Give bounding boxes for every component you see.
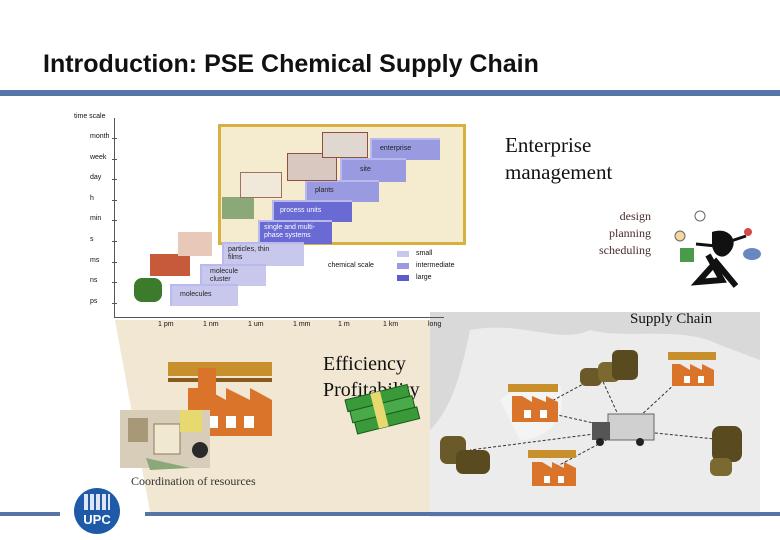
level-molecule-cluster: molecule cluster <box>200 264 266 286</box>
planning-labels: design planning scheduling <box>585 208 651 259</box>
legend-small: small <box>416 250 433 257</box>
particles-image <box>178 232 212 256</box>
title-rule <box>0 90 780 96</box>
efficiency-label: Efficiency <box>323 353 406 375</box>
x-tick-label: 1 km <box>383 321 399 328</box>
profitability-label: Profitability <box>323 379 420 401</box>
y-tick-label: s <box>90 236 94 243</box>
x-tick-label: 1 um <box>248 321 264 328</box>
x-tick-label: long <box>428 321 442 328</box>
level-site: site <box>340 158 406 182</box>
x-tick-label: 1 pm <box>158 321 174 328</box>
legend-large: large <box>416 274 432 281</box>
level-phase-systems: single and multi-phase systems <box>258 220 332 244</box>
level-particles: particles, thin films <box>222 242 304 266</box>
upc-logo: UPC <box>74 488 120 534</box>
y-axis-line <box>114 118 115 318</box>
y-tick-label: min <box>90 215 102 223</box>
footer-rule-left <box>0 512 60 516</box>
level-enterprise: enterprise <box>370 138 440 160</box>
level-process-units: process units <box>272 200 352 222</box>
phase-system-image <box>222 197 254 219</box>
legend-large-swatch <box>397 275 409 281</box>
efficiency-profitability-label: Efficiency Profitability <box>323 351 420 403</box>
x-axis-title: chemical scale <box>328 262 374 269</box>
y-tick-label: month <box>90 133 110 140</box>
scheduling-label: scheduling <box>599 243 651 257</box>
upc-logo-text: UPC <box>83 512 111 527</box>
legend-intermediate: intermediate <box>416 262 455 269</box>
design-label: design <box>619 209 651 223</box>
planning-label: planning <box>609 226 651 240</box>
enterprise-label-line2: management <box>505 160 613 184</box>
y-tick-label: h <box>90 194 94 202</box>
process-unit-image <box>240 172 282 198</box>
level-plants: plants <box>305 180 379 202</box>
coordination-label: Coordination of resources <box>131 474 256 488</box>
y-tick-label: ms <box>90 256 100 264</box>
molecules-image <box>134 278 162 302</box>
y-axis-title: time scale <box>74 113 106 120</box>
supply-chain-label: Supply Chain <box>630 311 713 327</box>
y-tick-label: day <box>90 174 102 182</box>
legend-small-swatch <box>397 251 409 257</box>
level-molecules: molecules <box>170 284 238 306</box>
legend-intermediate-swatch <box>397 263 409 269</box>
x-tick-label: 1 nm <box>203 321 219 328</box>
x-tick-label: 1 m <box>338 321 350 328</box>
upc-logo-dots <box>84 494 110 510</box>
molecule-cluster-image <box>150 254 190 276</box>
slide-title: Introduction: PSE Chemical Supply Chain <box>43 50 539 78</box>
y-tick-label: ns <box>90 277 98 285</box>
enterprise-management-label: Enterprise management <box>505 132 612 186</box>
y-tick-label: ps <box>90 297 98 305</box>
site-image <box>322 132 368 158</box>
enterprise-label-line1: Enterprise <box>505 133 592 157</box>
x-tick-label: 1 mm <box>293 321 311 328</box>
map-land <box>430 327 760 517</box>
footer-rule-right <box>145 512 780 516</box>
x-axis-line <box>114 317 444 318</box>
y-tick-label: week <box>90 153 107 161</box>
